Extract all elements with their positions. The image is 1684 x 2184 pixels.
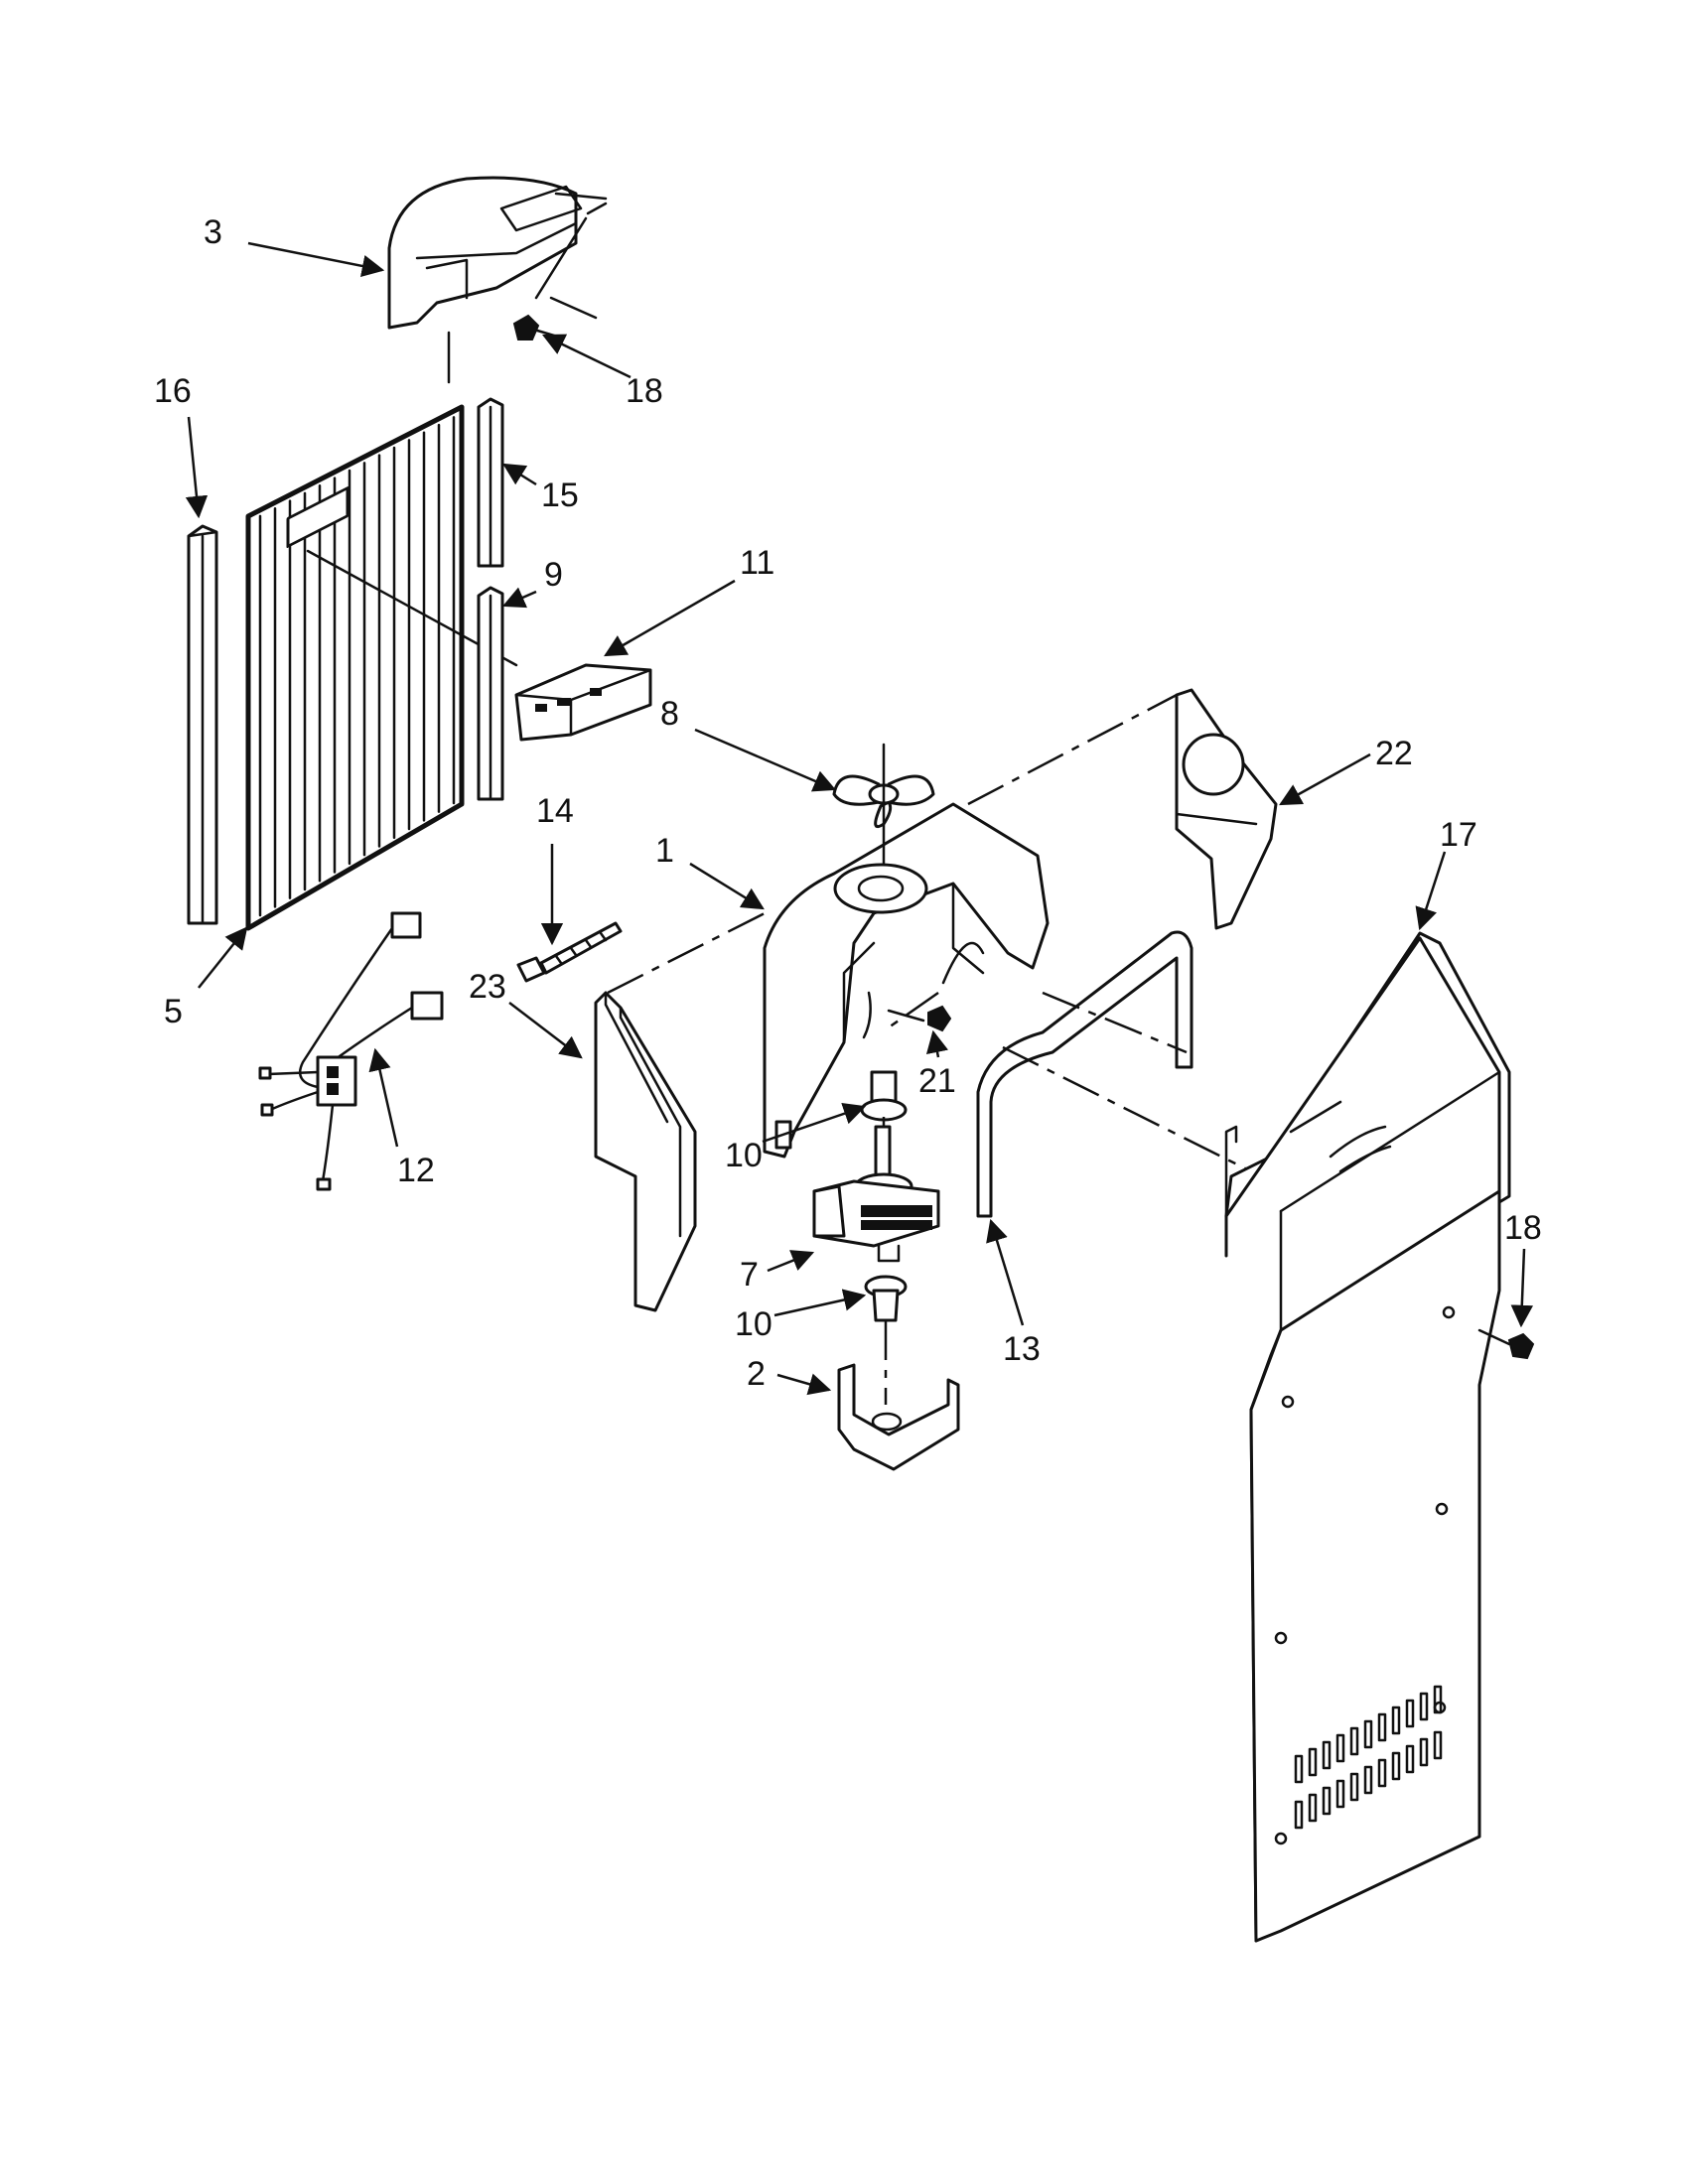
vent-slot <box>1391 1706 1401 1735</box>
vent-slot <box>1419 1737 1429 1767</box>
callout-7: 7 <box>740 1256 759 1294</box>
part-12-wire-harness <box>258 911 444 1191</box>
vent-slot <box>1433 1685 1443 1714</box>
part-1-fan-housing <box>763 802 1050 1159</box>
callout-21: 21 <box>918 1062 956 1100</box>
callout-3: 3 <box>204 213 222 251</box>
vent-slot <box>1322 1740 1332 1770</box>
callout-13: 13 <box>1003 1330 1041 1368</box>
vent-slot <box>1391 1751 1401 1781</box>
vent-slot <box>1294 1754 1304 1784</box>
callout-11: 11 <box>740 544 774 582</box>
vent-slot <box>1335 1733 1345 1763</box>
part-9-strip <box>477 586 504 801</box>
callout-12: 12 <box>397 1152 435 1189</box>
callout-18-right: 18 <box>1504 1209 1542 1247</box>
callout-1: 1 <box>655 832 674 870</box>
vent-slot <box>1349 1772 1359 1802</box>
part-17-rear-panel <box>1224 931 1511 1943</box>
callout-10-upper: 10 <box>725 1137 763 1174</box>
vent-slot <box>1419 1692 1429 1721</box>
vent-slot <box>1308 1793 1318 1823</box>
callout-labels: 3 18 16 15 9 11 8 22 17 1 14 5 23 12 21 … <box>154 213 1542 1393</box>
callout-9: 9 <box>544 556 563 594</box>
part-5-evaporator <box>245 404 518 931</box>
part-2-motor-bracket <box>837 1363 960 1471</box>
callout-18-top: 18 <box>626 372 663 410</box>
callout-14: 14 <box>536 792 574 830</box>
callout-22: 22 <box>1375 735 1413 772</box>
part-23-side-panel <box>594 911 766 1312</box>
part-22-side-panel <box>967 688 1278 930</box>
part-16-insulation-strip <box>187 524 218 925</box>
vent-slot <box>1363 1719 1373 1749</box>
vent-slot <box>1308 1747 1318 1777</box>
screw-18-top <box>512 314 556 341</box>
callout-8: 8 <box>660 695 679 733</box>
vent-slot <box>1377 1712 1387 1742</box>
vent-slot <box>1433 1730 1443 1760</box>
part-11-bracket <box>514 663 652 742</box>
callout-5: 5 <box>164 993 183 1030</box>
callout-leaders <box>185 241 1534 1396</box>
part-8-fan-blade <box>832 743 935 866</box>
callout-23: 23 <box>469 968 506 1006</box>
callout-16: 16 <box>154 372 192 410</box>
part-3-duct-cover <box>387 176 608 330</box>
vent-slot <box>1349 1726 1359 1756</box>
part-7-motor <box>812 1125 940 1263</box>
vent-slot <box>1335 1779 1345 1809</box>
part-10-grommet-upper <box>860 1070 908 1122</box>
screw-18-right <box>1477 1328 1535 1360</box>
part-10-grommet-lower <box>864 1275 908 1322</box>
vent-slot <box>1405 1744 1415 1774</box>
callout-15: 15 <box>541 477 579 514</box>
callout-2: 2 <box>747 1355 766 1393</box>
part-14-cable-tie <box>516 921 623 983</box>
vent-slot <box>1363 1765 1373 1795</box>
vent-slot <box>1405 1699 1415 1728</box>
vent-slot <box>1377 1758 1387 1788</box>
callout-10-lower: 10 <box>735 1305 772 1343</box>
callout-17: 17 <box>1440 816 1477 854</box>
vent-slot <box>1294 1800 1304 1830</box>
part-15-strip <box>477 397 504 568</box>
screw-21 <box>887 991 952 1032</box>
vent-slot <box>1322 1786 1332 1816</box>
